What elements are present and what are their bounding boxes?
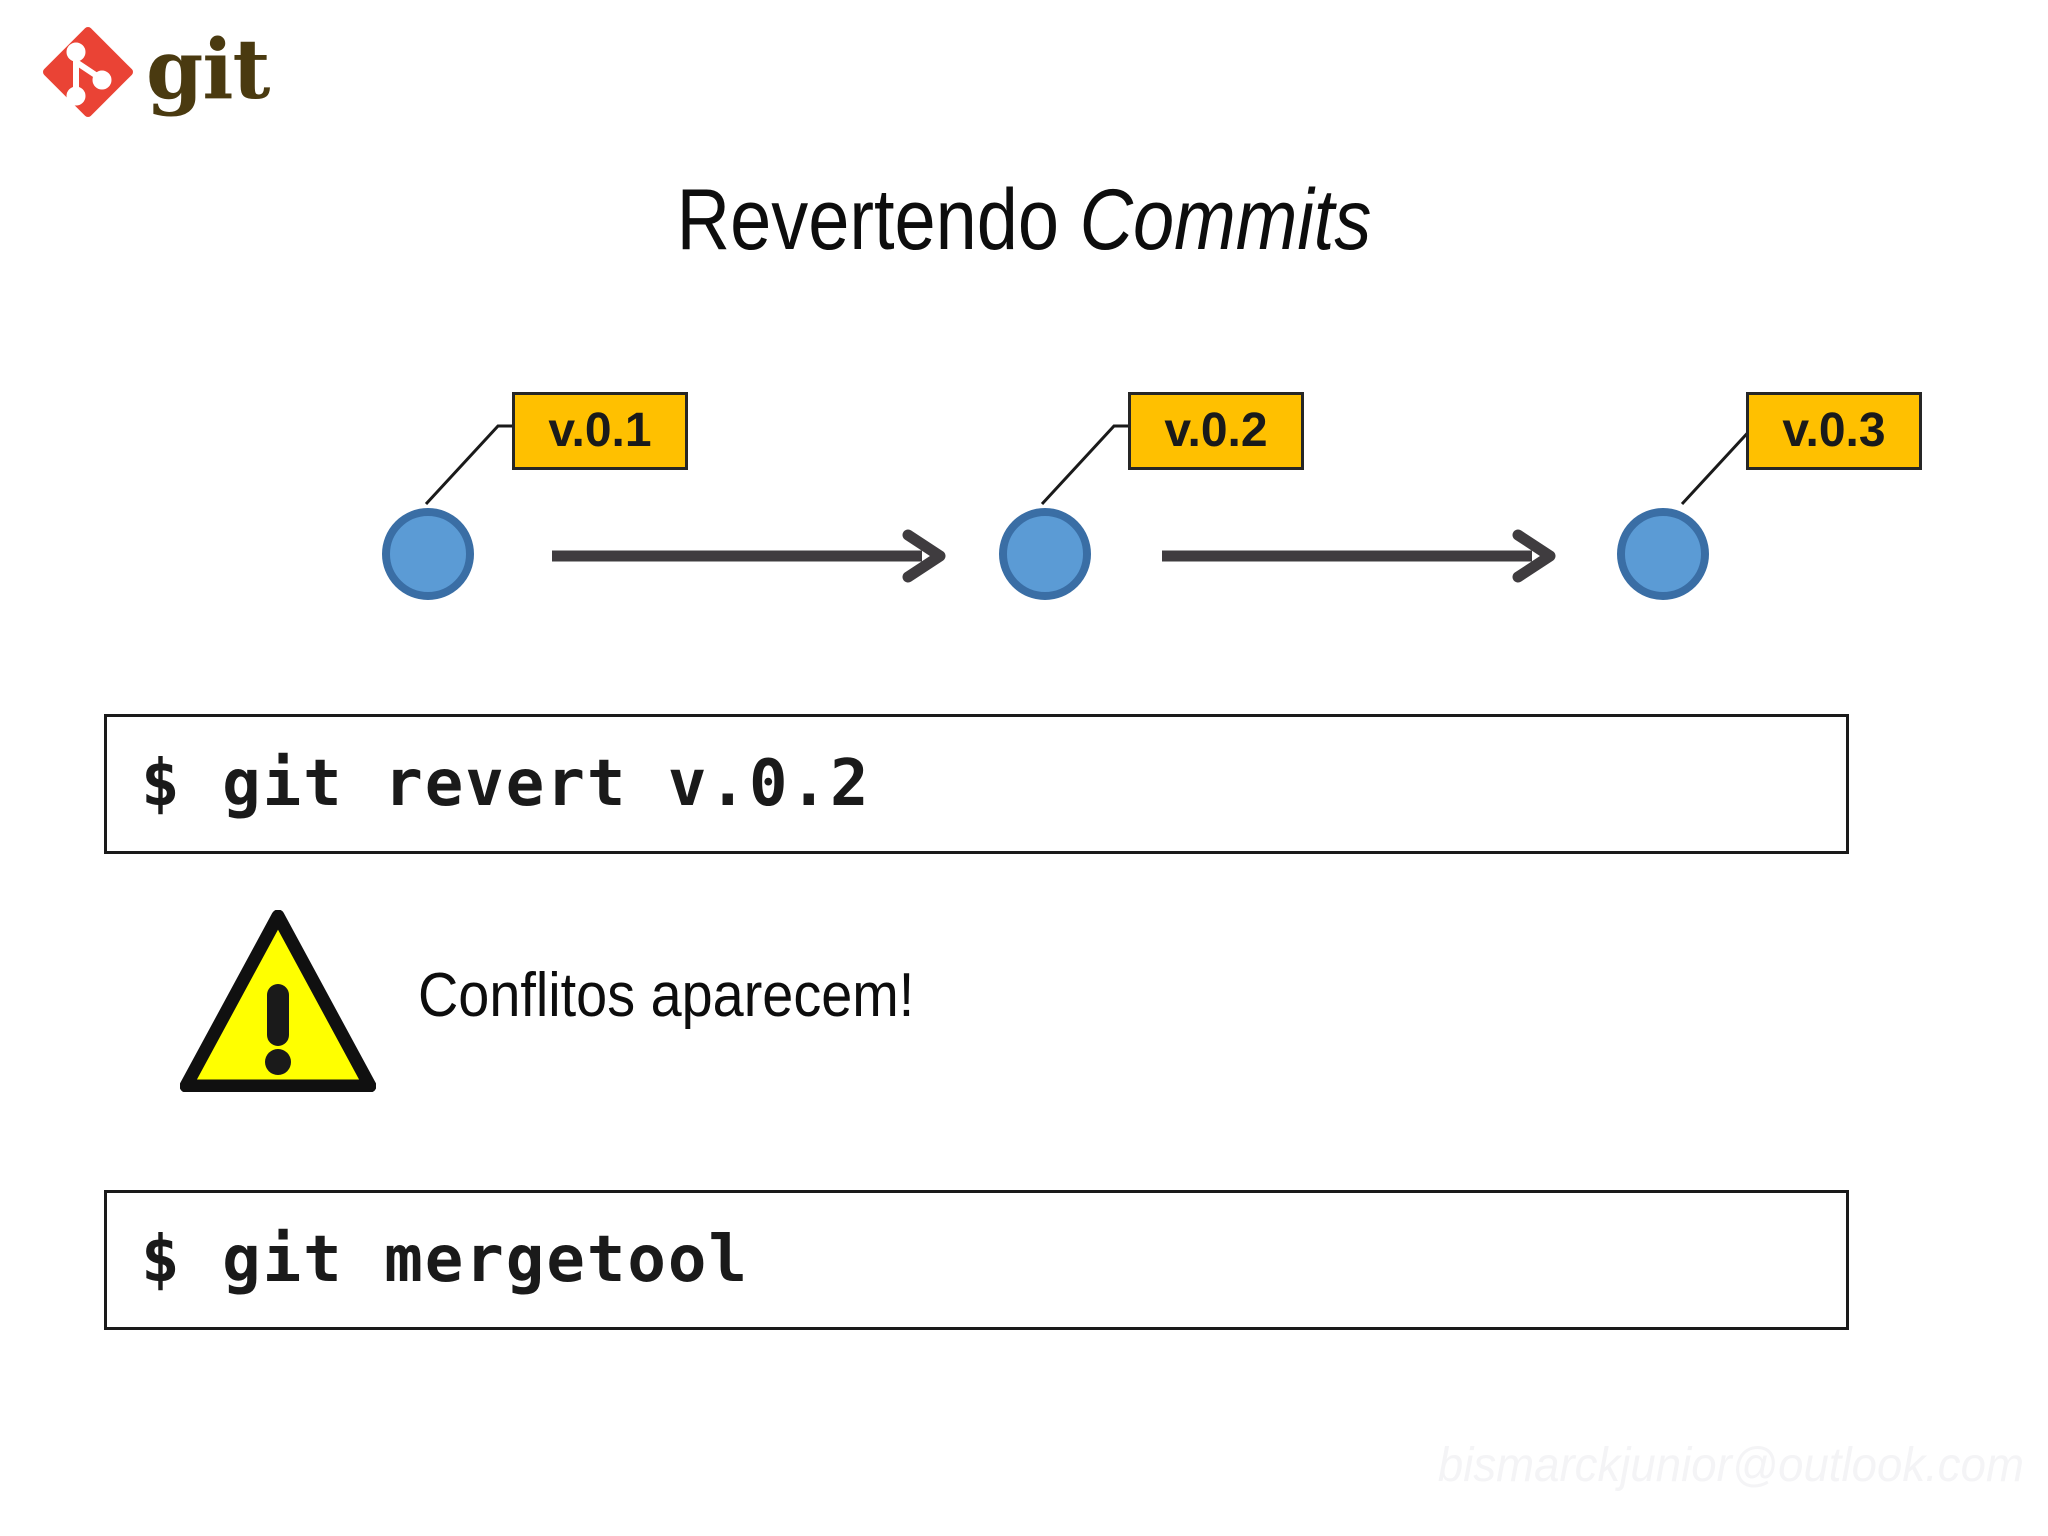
commit-arrow-2	[1162, 529, 1556, 583]
command-text-revert: $ git revert v.0.2	[141, 747, 871, 821]
warning-row: Conflitos aparecem!	[179, 909, 1380, 1110]
tag-label-v01: v.0.1	[548, 404, 652, 457]
commit-node-v01[interactable]	[382, 508, 474, 600]
git-logo: git	[38, 18, 278, 128]
git-wordmark: git	[146, 22, 270, 118]
git-diamond-logo-icon	[38, 22, 138, 122]
tag-label-v02: v.0.2	[1164, 404, 1268, 457]
tag-box-v01[interactable]: v.0.1	[512, 392, 688, 470]
commit-graph: v.0.1 v.0.2 v.0.3	[0, 380, 2048, 670]
commit-arrow-1	[552, 529, 946, 583]
tag-box-v02[interactable]: v.0.2	[1128, 392, 1304, 470]
commit-node-v03[interactable]	[1617, 508, 1709, 600]
warning-triangle-icon	[179, 909, 377, 1093]
page-title: Revertendo Commits	[143, 168, 1904, 272]
page-title-prefix: Revertendo	[676, 172, 1060, 268]
command-box-revert[interactable]: $ git revert v.0.2	[104, 714, 1849, 854]
page-title-space	[1059, 172, 1080, 268]
footer-watermark: bismarckjunior@outlook.com	[1437, 1439, 2024, 1492]
tag-box-v03[interactable]: v.0.3	[1746, 392, 1922, 470]
command-text-mergetool: $ git mergetool	[141, 1223, 749, 1297]
page-title-emphasis: Commits	[1079, 172, 1372, 268]
command-box-mergetool[interactable]: $ git mergetool	[104, 1190, 1849, 1330]
commit-node-v02[interactable]	[999, 508, 1091, 600]
tag-label-v03: v.0.3	[1782, 404, 1886, 457]
warning-text: Conflitos aparecem!	[418, 961, 915, 1030]
